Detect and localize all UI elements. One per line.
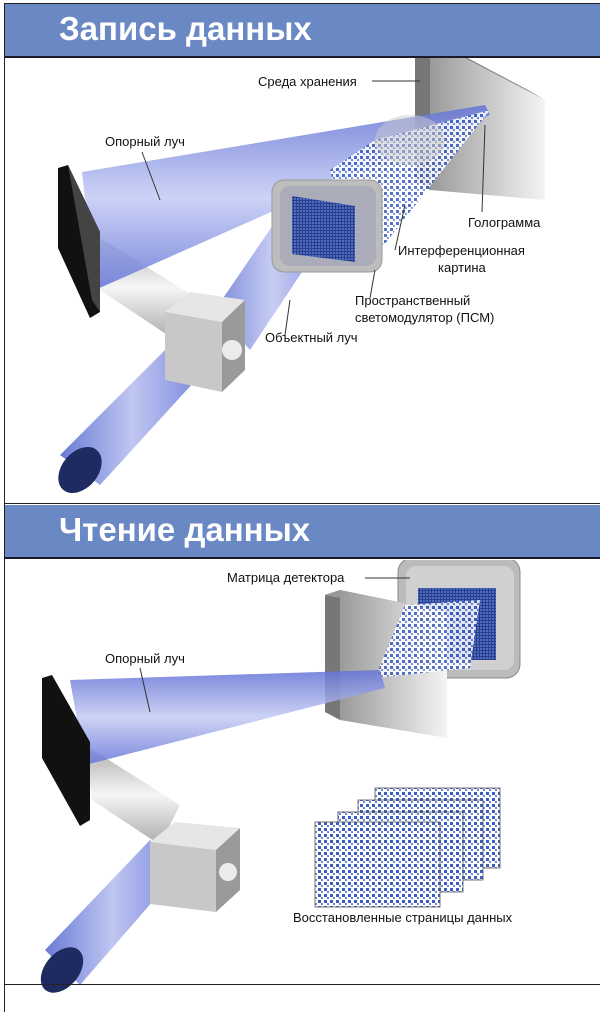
mirror: [42, 675, 90, 826]
label-hologram: Голограмма: [468, 215, 541, 230]
reconstructed-pages: [314, 787, 501, 908]
page-frame: [4, 3, 600, 1012]
laser-input-beam: [45, 840, 180, 985]
write-section-header: Запись данных: [5, 4, 600, 58]
read-section-header: Чтение данных: [5, 505, 600, 559]
bottom-divider: [5, 984, 600, 985]
read-diagram: Матрица детектора Опорный луч Восстановл…: [40, 560, 521, 993]
leader-lines: [141, 80, 486, 336]
reconstructed-beam: [375, 600, 480, 678]
write-section-title: Запись данных: [59, 10, 312, 47]
label-reference-beam: Опорный луч: [105, 134, 185, 149]
label-detector-matrix: Матрица детектора: [227, 570, 345, 585]
leader-lines: [139, 577, 410, 713]
section-divider: [5, 503, 600, 504]
beam-splitter-cube: [165, 292, 245, 392]
label-object-beam: Объектный луч: [265, 330, 358, 345]
label-storage-medium: Среда хранения: [258, 74, 357, 89]
reference-beam: [70, 670, 385, 765]
label-interference-1: Интерференционная: [398, 243, 525, 258]
beam-splitter-cube: [150, 822, 240, 912]
read-section-title: Чтение данных: [59, 511, 311, 548]
spatial-light-modulator: [271, 179, 383, 273]
label-slm-1: Пространственный: [355, 293, 470, 308]
label-reconstructed-pages: Восстановленные страницы данных: [293, 910, 513, 925]
write-diagram: Среда хранения Опорный луч Голограмма Ин…: [58, 58, 545, 494]
label-reference-beam: Опорный луч: [105, 651, 185, 666]
split-beam: [85, 745, 180, 845]
label-interference-2: картина: [438, 260, 487, 275]
label-slm-2: светомодулятор (ПСМ): [355, 310, 494, 325]
